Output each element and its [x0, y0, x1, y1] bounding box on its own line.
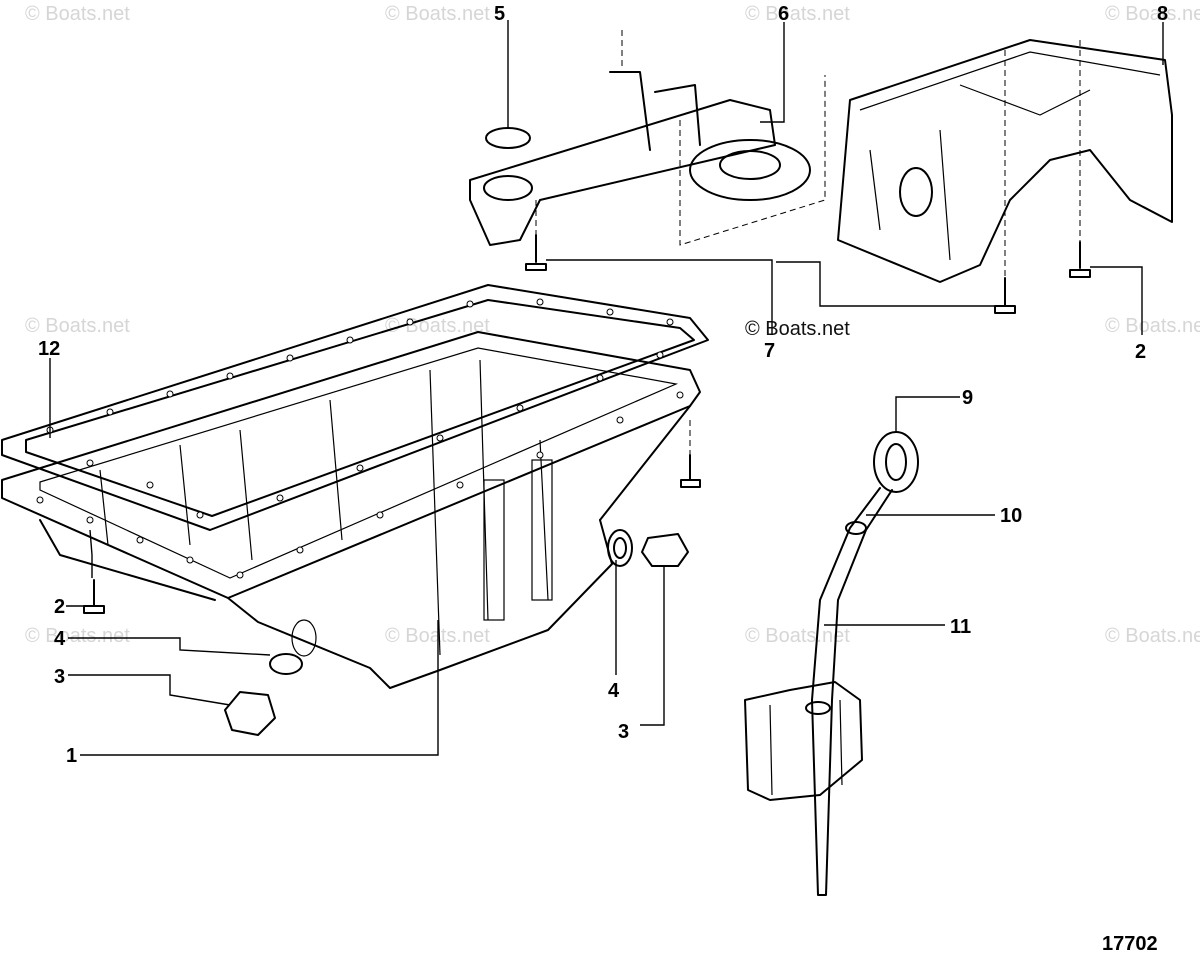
callout-label: 8: [1157, 3, 1168, 25]
drain-plugs: [224, 529, 689, 736]
watermark: © Boats.net: [25, 315, 130, 337]
callout-label: 4: [608, 680, 620, 702]
oil-pan-part-1: [1, 331, 701, 689]
watermark-center: © Boats.net: [745, 318, 850, 340]
callout-label: 10: [1000, 505, 1022, 527]
dipstick-part-9-11: [744, 431, 919, 896]
callout-label: 5: [494, 3, 505, 25]
callout-label: 4: [54, 628, 66, 650]
watermark-layer: © Boats.net © Boats.net © Boats.net © Bo…: [25, 3, 1200, 647]
callout-label: 3: [54, 666, 65, 688]
watermark: © Boats.net: [745, 625, 850, 647]
watermark: © Boats.net: [25, 3, 130, 25]
leader-lines: [49, 20, 1164, 756]
shield-part-8: [837, 39, 1173, 283]
watermark: © Boats.net: [745, 3, 850, 25]
callout-labels: 1 2 2 3 3 4 4 5 6 7 8 9 10 11 12: [38, 3, 1168, 767]
o-ring-part-5: [485, 127, 531, 149]
callout-label: 3: [618, 721, 629, 743]
gasket-part-12: [1, 284, 709, 531]
watermark: © Boats.net: [1105, 3, 1200, 25]
callout-label: 12: [38, 338, 60, 360]
watermark: © Boats.net: [385, 3, 490, 25]
watermark: © Boats.net: [1105, 625, 1200, 647]
watermark: © Boats.net: [25, 625, 130, 647]
callout-label: 1: [66, 745, 77, 767]
callout-label: 9: [962, 387, 973, 409]
callout-label: 11: [950, 616, 971, 638]
callout-label: 7: [764, 340, 775, 362]
bolts: [83, 234, 1091, 614]
pickup-tube-part-6: [469, 71, 826, 246]
callout-label: 6: [778, 3, 789, 25]
callout-label: 2: [54, 596, 65, 618]
watermark: © Boats.net: [1105, 315, 1200, 337]
callout-label: 2: [1135, 341, 1146, 363]
figure-number: 17702: [1102, 933, 1158, 955]
